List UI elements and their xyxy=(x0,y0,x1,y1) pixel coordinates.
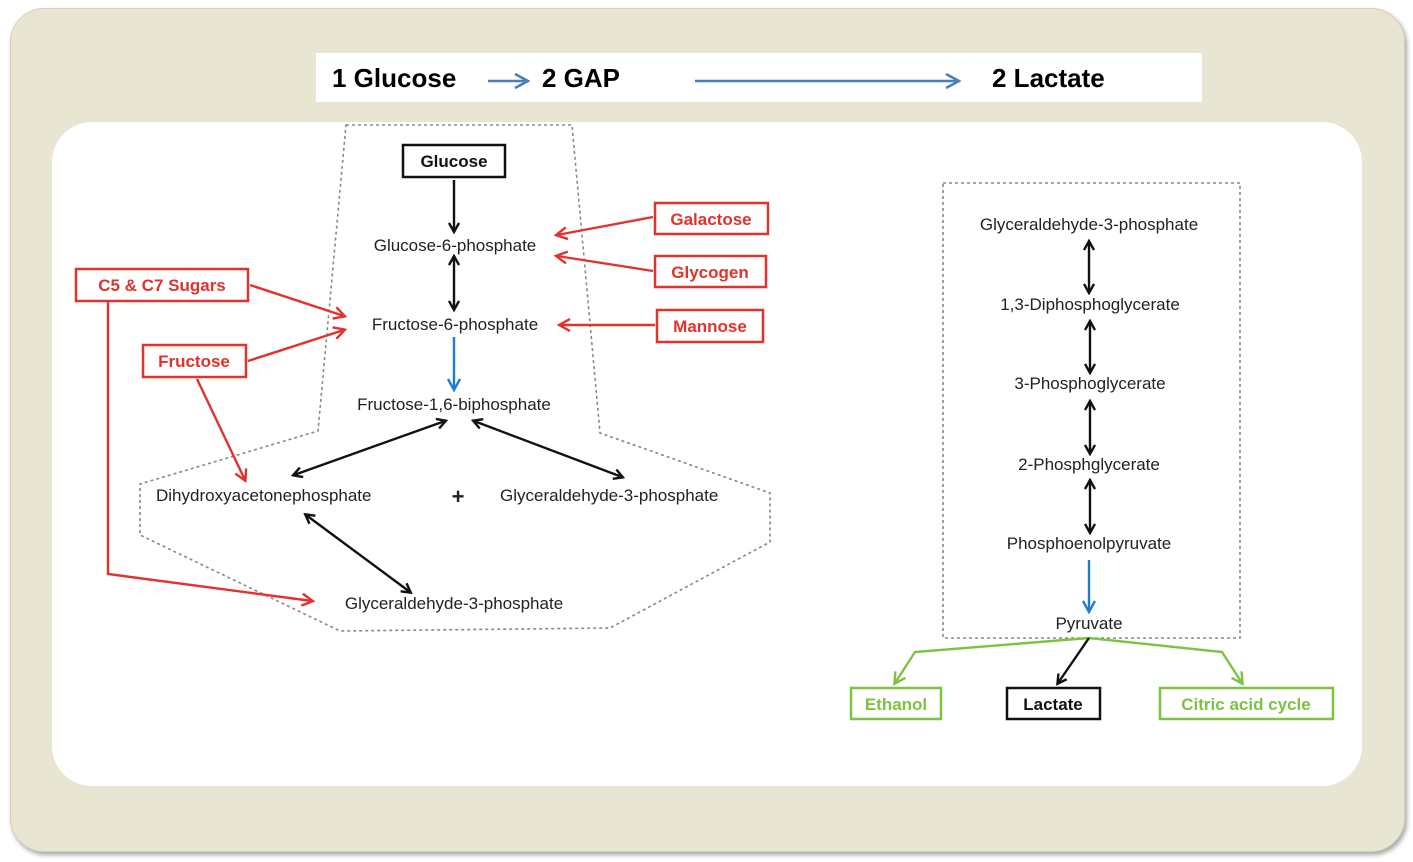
arrow-pyruvate-to-citric xyxy=(1088,636,1242,683)
glycogen-label: Glycogen xyxy=(671,263,748,282)
arrow-pyruvate-to-lactate xyxy=(1058,637,1090,683)
header-lactate: 2 Lactate xyxy=(992,63,1105,93)
2-phosphoglycerate: 2-Phosphglycerate xyxy=(1018,455,1160,474)
arrow-f16bp-dhap xyxy=(294,421,445,475)
lactate-label: Lactate xyxy=(1023,695,1083,714)
glycogen-box xyxy=(653,254,768,289)
c5-c7-sugars-box xyxy=(74,267,250,303)
ethanol-label: Ethanol xyxy=(865,695,927,714)
mannose-box xyxy=(655,308,765,344)
lactate-box xyxy=(1005,686,1102,721)
c5-c7-sugars-label: C5 & C7 Sugars xyxy=(98,276,226,295)
pyruvate: Pyruvate xyxy=(1055,614,1122,633)
dihydroxyacetonephosphate: Dihydroxyacetonephosphate xyxy=(156,486,371,505)
3-phosphoglycerate: 3-Phosphoglycerate xyxy=(1014,374,1165,393)
plus-sign: + xyxy=(452,484,465,509)
lower-glycolysis-outline xyxy=(942,182,1241,639)
fructose-6-phosphate: Fructose-6-phosphate xyxy=(372,315,538,334)
arrow-c5-c7 xyxy=(249,283,344,316)
mannose-label: Mannose xyxy=(673,317,747,336)
arrow-glycogen xyxy=(557,256,654,273)
arrow-pyruvate-to-ethanol xyxy=(895,636,1090,683)
galactose-label: Galactose xyxy=(670,210,751,229)
header-gap: 2 GAP xyxy=(542,63,620,93)
arrow-dhap-gap xyxy=(306,515,410,592)
upper-glycolysis-outline xyxy=(139,124,771,632)
glyceraldehyde-3-phosphate-bottom: Glyceraldehyde-3-phosphate xyxy=(345,594,563,613)
arrow-c5-c7-to-gap xyxy=(106,302,312,601)
arrow-galactose xyxy=(557,215,654,235)
citric-acid-cycle-label: Citric acid cycle xyxy=(1181,695,1310,714)
diphosphoglycerate: 1,3-Diphosphoglycerate xyxy=(1000,295,1180,314)
citric-acid-cycle-box xyxy=(1158,686,1335,721)
arrow-fructose-to-f6p xyxy=(247,330,344,363)
lower-glyceraldehyde-3-phosphate: Glyceraldehyde-3-phosphate xyxy=(980,215,1198,234)
glucose-box-label: Glucose xyxy=(420,152,487,171)
summary-bar xyxy=(316,53,1202,102)
arrow-f16bp-gap xyxy=(474,421,622,477)
fructose-label: Fructose xyxy=(158,352,230,371)
phosphoenolpyruvate: Phosphoenolpyruvate xyxy=(1007,534,1171,553)
header-glucose: 1 Glucose xyxy=(332,63,456,93)
glyceraldehyde-3-phosphate-right: Glyceraldehyde-3-phosphate xyxy=(500,486,718,505)
galactose-box xyxy=(653,201,770,236)
fructose-1-6-biphosphate: Fructose-1,6-biphosphate xyxy=(357,395,551,414)
glucose-6-phosphate: Glucose-6-phosphate xyxy=(374,236,537,255)
glucose-box xyxy=(401,143,507,179)
arrow-fructose-to-dhap xyxy=(195,378,245,480)
fructose-box xyxy=(141,343,248,379)
ethanol-box xyxy=(849,686,943,721)
